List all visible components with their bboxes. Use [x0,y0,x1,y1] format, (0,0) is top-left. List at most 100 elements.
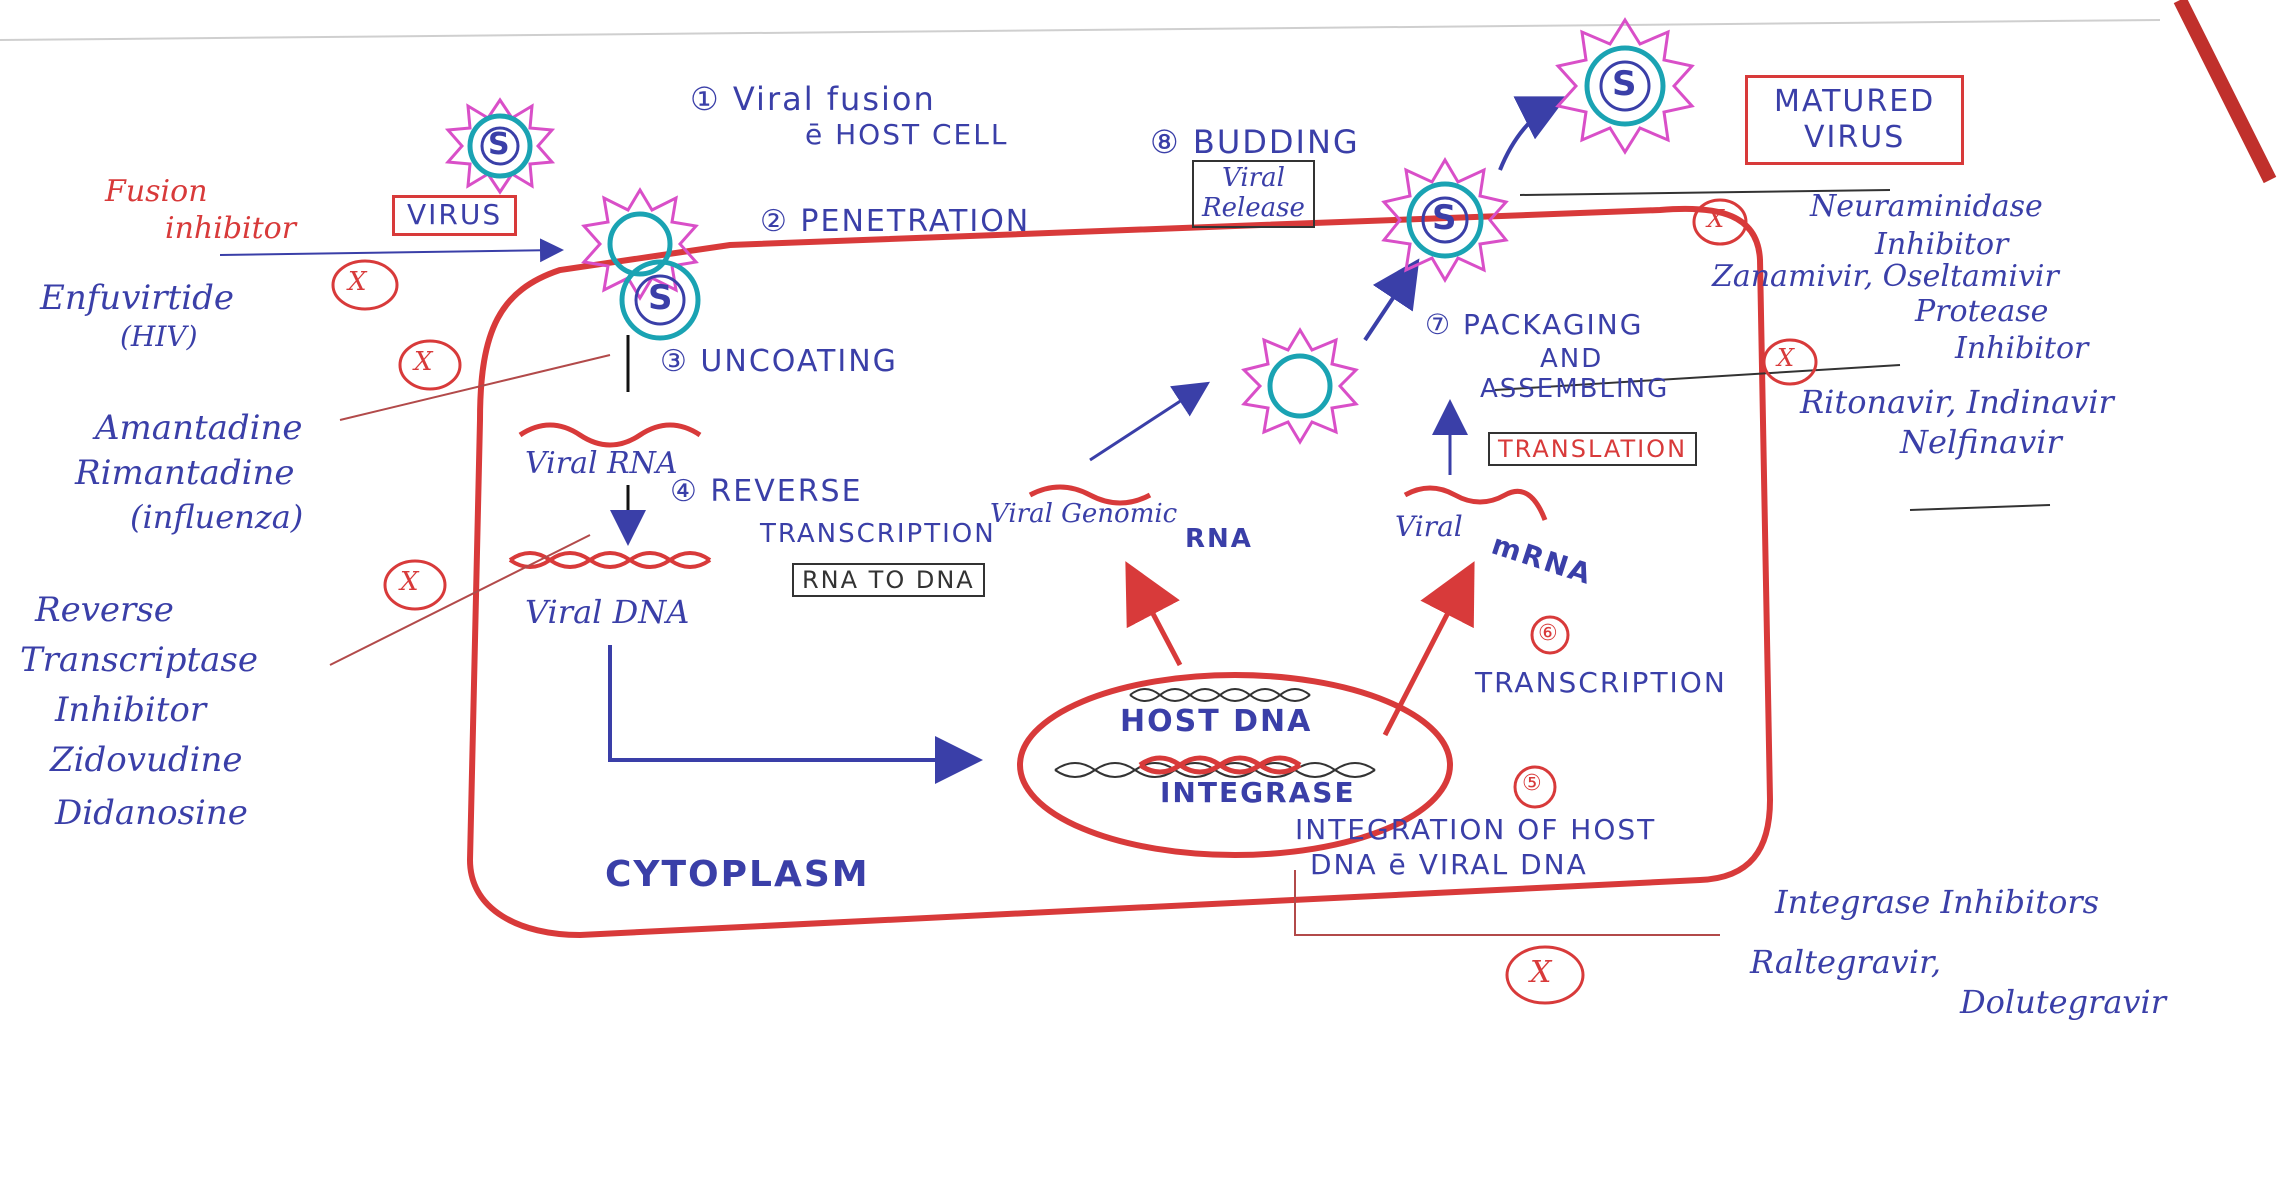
virus-s-glyph: S [1612,64,1639,104]
integrated-viral-dna [1138,755,1302,775]
block-mark-fusion [331,259,399,311]
assembly-to-budding-arrow [1363,258,1420,342]
integration-sublabel: DNA ē VIRAL DNA [1310,848,1588,881]
x-mark: X [1530,955,1552,990]
rt-pointer-line [329,534,591,666]
step3-label: ③ UNCOATING [660,344,898,379]
step7-sublabel: ASSEMBLING [1480,374,1670,404]
step1-label: ① Viral fusion [690,80,936,118]
fusion-inhibitor-label: Fusion [105,174,208,209]
nelfinavir-label: Nelfinavir [1900,423,2062,461]
rt-inhibitor-line3: Inhibitor [55,690,207,730]
neuraminidase-label: Neuraminidase [1810,189,2043,224]
rimantadine-label: Rimantadine [75,453,295,493]
x-mark: X [414,347,433,377]
integrase-label: INTEGRASE [1160,776,1356,809]
matured-line1: MATURED [1774,84,1936,119]
step8-label: ⑧ BUDDING [1150,123,1360,161]
rt-inhibitor-sublabel: Transcriptase [20,640,258,680]
influenza-label: (influenza) [130,498,304,536]
protease-label: Protease [1915,294,2049,329]
virus-free [444,97,556,195]
translation-box: TRANSLATION [1488,432,1698,467]
neuraminidase-sublabel: Inhibitor [1875,227,2009,262]
cytoplasm-label: CYTOPLASM [605,854,870,895]
dolutegravir-label: Dolutegravir [1960,983,2167,1021]
x-mark: X [400,567,419,597]
neuraminidase-pointer-line [1519,189,1891,196]
x-mark: X [1777,344,1795,372]
step7-label: ⑦ PACKAGING [1425,308,1644,341]
rt-inhibitor-label: Reverse [35,590,174,630]
virus-fusing [581,187,701,341]
x-mark: X [348,267,367,297]
virus-box: VIRUS [392,195,518,236]
amantadine-label: Amantadine [95,408,303,448]
step7-and: AND [1540,344,1604,374]
viral-genomic-label: Viral Genomic [990,499,1178,529]
x-mark: X [1707,205,1725,233]
integration-label: INTEGRATION OF HOST [1295,813,1657,846]
mrna-strand [1403,485,1548,521]
zidovudine-label: Zidovudine [50,740,243,780]
matured-line2: VIRUS [1804,120,1906,155]
step4-label: ④ REVERSE [670,474,863,509]
didanosine-label: Didanosine [55,793,248,833]
viral-dna-helix [508,551,712,569]
step6-number: ⑥ [1538,621,1560,646]
viral-rna-strand [518,422,702,448]
step5-number: ⑤ [1522,771,1544,796]
genomic-rna-label: RNA [1185,524,1253,554]
virus-s-glyph: S [488,127,512,162]
block-mark-integrase [1505,945,1585,1005]
step1-sublabel: ē HOST CELL [805,118,1009,151]
ritonavir-label: Ritonavir, Indinavir [1800,383,2114,421]
transcription-label: TRANSCRIPTION [760,519,996,549]
step2-label: ② PENETRATION [760,204,1031,239]
cell-membrane [466,205,1774,939]
virus-budding [1381,157,1509,283]
integrase-pointer-line [1294,870,1720,936]
red-corner [2173,0,2277,184]
viral-rna-label: Viral RNA [525,446,678,481]
paper-edge [0,19,2161,41]
virus-s-glyph: S [648,278,675,318]
viral-dna-label: Viral DNA [525,593,690,631]
host-dna-label: HOST DNA [1120,704,1313,739]
enfuvirtide-label: Enfuvirtide [40,278,234,318]
block-mark-rt [383,559,447,611]
blank-line [1909,504,2051,511]
to-genomic-rna-arrow [1125,561,1183,667]
viral-release-line2: Release [1202,192,1305,223]
hiv-label: (HIV) [120,320,198,353]
virus-assembling [1241,327,1359,445]
block-mark-protease [1762,338,1818,386]
step6-label: TRANSCRIPTION [1475,666,1727,699]
protease-pointer-line [1494,364,1901,391]
to-mrna-arrow [1382,561,1475,737]
step6-circle [1530,615,1570,655]
step5-circle [1513,765,1557,809]
block-mark-neuraminidase [1692,198,1748,246]
rna-to-assembly-arrow [1089,381,1211,462]
protease-sublabel: Inhibitor [1955,331,2089,366]
virus-matured [1555,17,1695,155]
release-arrow [1498,96,1568,171]
genomic-rna-strand [1028,484,1152,506]
viral-mrna-label: Viral [1395,510,1463,543]
dna-to-nucleus-arrow [608,645,983,784]
nucleus [1017,672,1453,858]
fusion-pointer-line [219,238,564,263]
integrase-inhibitor-label: Integrase Inhibitors [1775,883,2100,921]
viral-release-line1: Viral [1222,163,1285,193]
virus-s-glyph: S [1432,198,1459,238]
raltegravir-label: Raltegravir, [1750,943,1942,981]
amantadine-pointer-line [339,354,611,421]
block-mark-uncoating [398,339,462,391]
rna-to-dna-box: RNA TO DNA [792,563,985,598]
fusion-inhibitor-sublabel: inhibitor [165,211,297,246]
